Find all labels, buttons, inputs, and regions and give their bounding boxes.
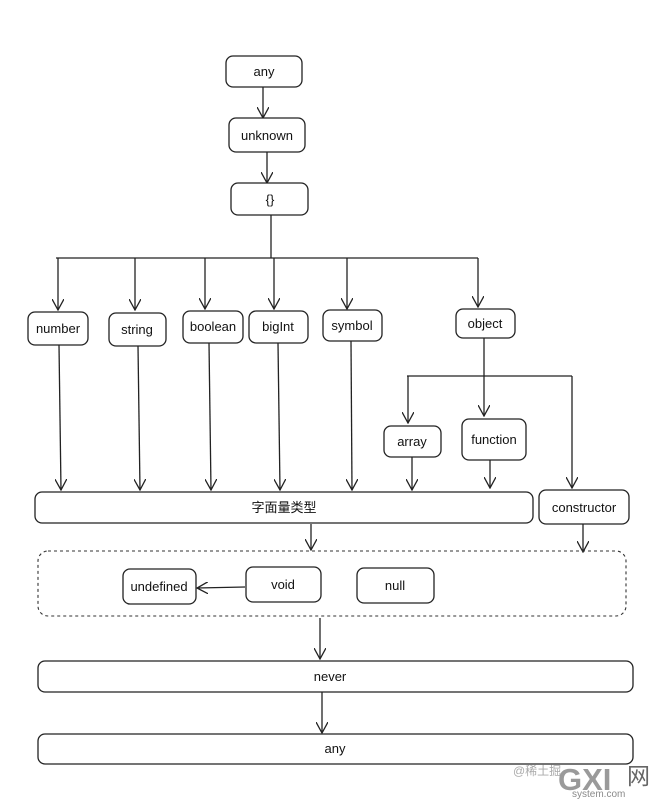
node-symbol: symbol — [322, 309, 383, 342]
node-null-label: null — [385, 578, 405, 593]
node-never: never — [37, 660, 634, 693]
node-number-label: number — [36, 321, 81, 336]
watermark-logo-cn: 网 — [627, 763, 650, 789]
node-function: function — [461, 418, 527, 461]
node-empty-object-label: {} — [266, 192, 275, 207]
node-any-top-label: any — [254, 64, 275, 79]
node-literal-types: 字面量类型 — [34, 491, 534, 524]
node-array-label: array — [397, 434, 427, 449]
arrow-bigint-to-literal — [278, 342, 280, 490]
node-empty-object: {} — [230, 182, 309, 216]
nullish-group-container — [37, 550, 627, 617]
node-unknown: unknown — [228, 117, 306, 153]
node-number: number — [27, 311, 89, 346]
watermark-logo-letters: GXI — [558, 762, 611, 797]
watermark-domain: system.com — [572, 789, 625, 800]
node-never-label: never — [314, 669, 347, 684]
node-any-bottom-label: any — [325, 741, 346, 756]
node-string-label: string — [121, 322, 153, 337]
node-symbol-label: symbol — [331, 318, 372, 333]
watermark-prefix: @稀土掘 — [513, 763, 561, 778]
node-constructor: constructor — [538, 489, 630, 525]
node-bigint-label: bigInt — [262, 319, 294, 334]
node-boolean: boolean — [182, 310, 244, 344]
node-void: void — [245, 566, 322, 603]
node-boolean-label: boolean — [190, 319, 236, 334]
node-void-label: void — [271, 577, 295, 592]
node-object: object — [455, 308, 516, 339]
arrow-boolean-to-literal — [209, 342, 211, 490]
node-constructor-label: constructor — [552, 500, 617, 515]
node-any-bottom: any — [37, 733, 634, 765]
node-bigint: bigInt — [248, 310, 309, 344]
node-function-label: function — [471, 432, 517, 447]
watermark: @稀土掘 GXI 网 system.com — [513, 762, 650, 800]
node-unknown-label: unknown — [241, 128, 293, 143]
arrow-symbol-to-literal — [351, 340, 352, 490]
node-undefined: undefined — [122, 568, 197, 605]
connectors — [56, 87, 583, 733]
node-null: null — [356, 567, 435, 604]
arrow-string-to-literal — [138, 345, 140, 490]
node-string: string — [108, 312, 167, 347]
arrow-void-to-undefined — [197, 587, 246, 588]
node-array: array — [383, 425, 442, 458]
node-any-top: any — [225, 55, 303, 88]
node-literal-types-label: 字面量类型 — [251, 500, 316, 515]
arrow-number-to-literal — [59, 344, 61, 490]
node-object-label: object — [468, 316, 503, 331]
node-undefined-label: undefined — [130, 579, 187, 594]
